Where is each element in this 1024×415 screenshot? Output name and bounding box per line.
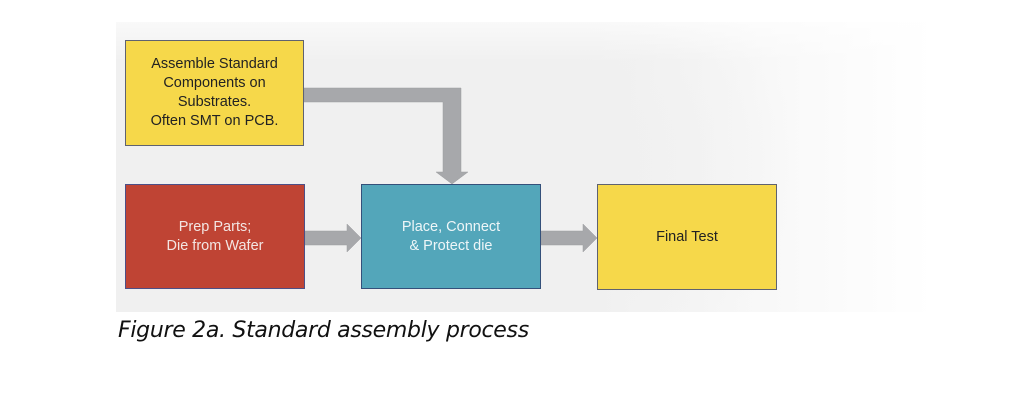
- node-label: Prep Parts; Die from Wafer: [166, 218, 264, 254]
- node-label: Place, Connect & Protect die: [401, 218, 501, 254]
- arrow-place-to-final: [540, 223, 598, 253]
- node-assemble-standard-components: Assemble Standard Components on Substrat…: [125, 40, 304, 146]
- node-final-test: Final Test: [597, 184, 777, 290]
- figure-caption: Figure 2a. Standard assembly process: [118, 318, 529, 343]
- node-label: Assemble Standard Components on Substrat…: [150, 56, 279, 129]
- node-prep-parts: Prep Parts; Die from Wafer: [125, 184, 305, 289]
- node-label: Final Test: [656, 228, 718, 245]
- node-place-connect-protect: Place, Connect & Protect die: [361, 184, 541, 289]
- arrow-prep-to-place: [304, 223, 362, 253]
- arrow-assemble-to-place: [303, 87, 469, 185]
